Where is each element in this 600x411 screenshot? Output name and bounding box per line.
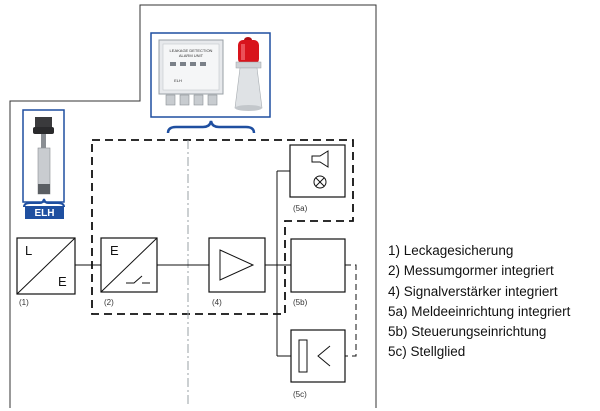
block1-id: (1) [19,298,29,307]
block2-id: (2) [104,298,114,307]
alarm-unit-picture: LEAKAGE DETECTION ALARM UNIT ELH [150,32,271,118]
sensor-label: ELH [25,206,64,219]
block5a-id: (5a) [293,204,308,213]
block5c-id: (5c) [293,390,307,399]
block2-char-e: E [110,243,119,258]
alarm-unit-brace [166,120,256,134]
block4-id: (4) [212,298,222,307]
legend-item-5c: 5c) Stellglied [388,344,466,360]
legend-item-5b: 5b) Steuerungseinrichtung [388,324,547,340]
block1-char-l: L [25,243,32,258]
legend: 1) Leckagesicherung 2) Messumgormer inte… [388,241,570,363]
panel-text-1: LEAKAGE DETECTION [170,48,213,53]
block-signal-unit: (5a) [289,144,346,213]
legend-item-5a: 5a) Meldeeinrichtung integriert [388,303,571,319]
signal-lines [75,170,291,357]
block-control-unit: (5b) [290,238,346,307]
block5b-id: (5b) [293,298,308,307]
block-actuator: (5c) [290,329,346,399]
panel-text-3: ELH [174,78,182,83]
legend-item-2: 2) Messumgormer integriert [388,263,554,279]
block-converter: E (2) [100,237,158,307]
block-leak-protection: L E (1) [16,237,76,307]
block1-char-e: E [58,274,67,289]
legend-item-1: 1) Leckagesicherung [388,243,514,258]
control-to-actuator-line [345,264,357,357]
sensor-picture [22,109,65,203]
alarm-unit-boundary [91,139,354,315]
legend-item-4: 4) Signalverstärker integriert [388,283,558,299]
panel-text-2: ALARM UNIT [179,53,204,58]
sensor-brace [23,198,65,208]
sensor-label-text: ELH [35,208,55,219]
block-amplifier: (4) [208,237,266,307]
housing-outline [9,4,377,408]
